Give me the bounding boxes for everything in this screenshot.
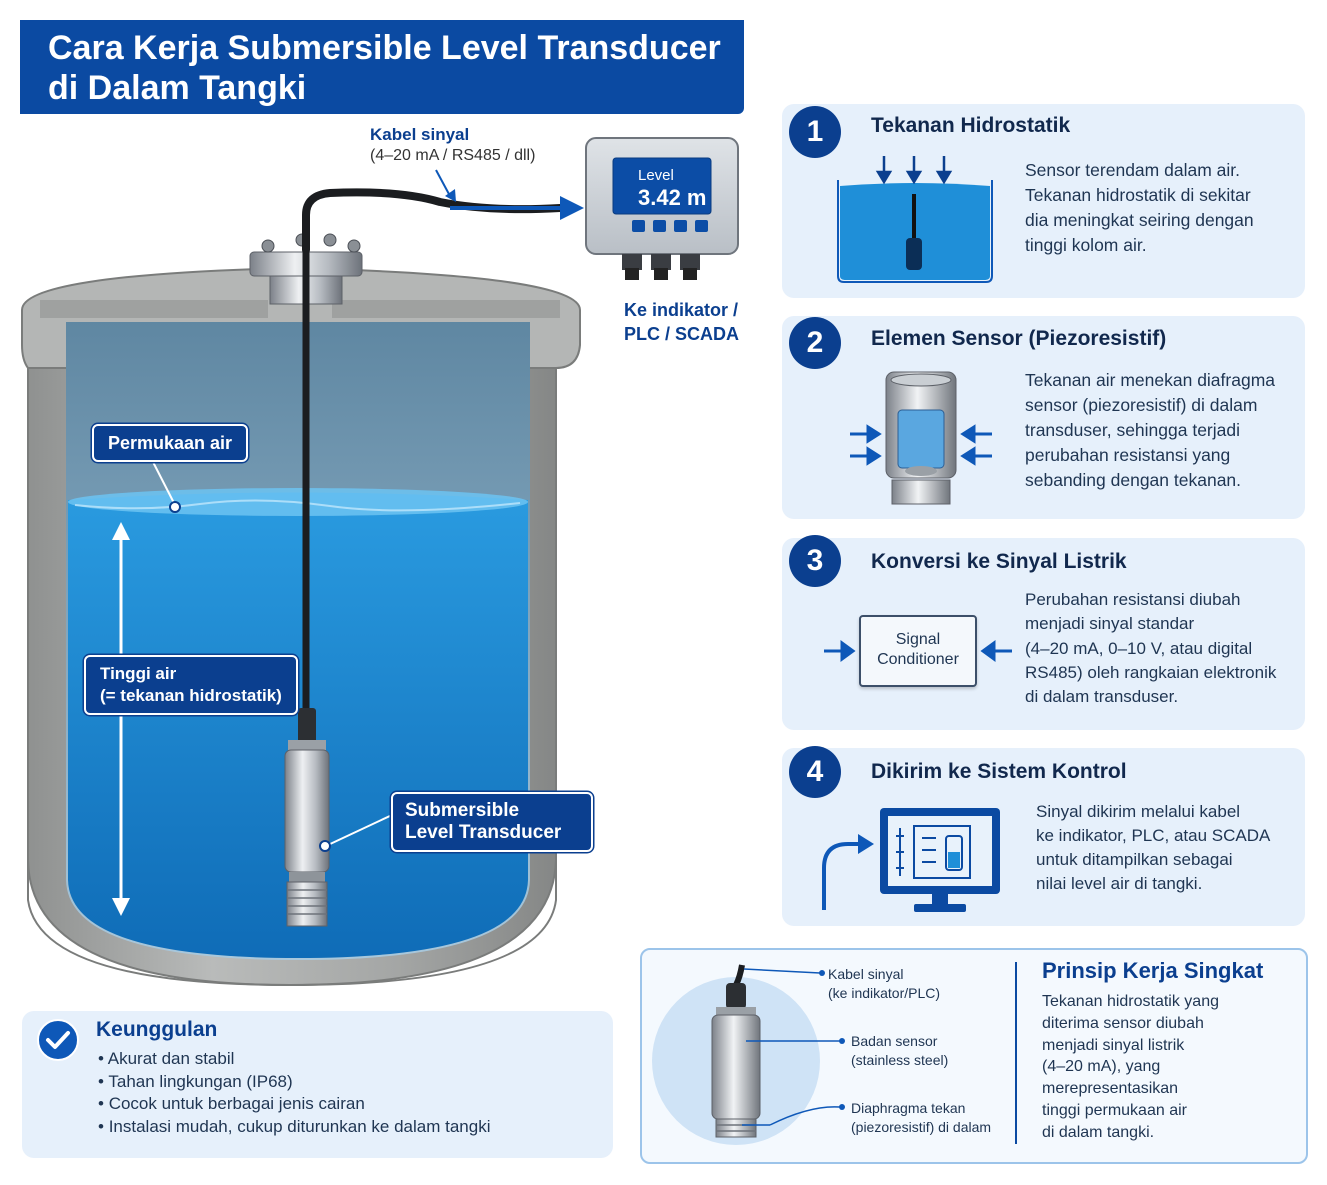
height-arrow-up [112,522,130,540]
piezo-sensor-icon [850,371,992,505]
step-title-4: Dikirim ke Sistem Kontrol [871,760,1127,783]
tank-illustration [21,137,739,987]
indicator-screen [612,157,712,215]
water-height-tag: Tinggi air (= tekanan hidrostatik) [84,655,298,715]
step-card-4 [782,748,1305,926]
indicator-level-value: 3.42 m [638,185,707,210]
cable-annotation: Kabel sinyal (4–20 mA / RS485 / dll) [370,125,536,164]
step-text-4: Sinyal dikirim melalui kabel ke indikato… [1036,802,1271,893]
list-item: • Cocok untuk berbagai jenis cairan [98,1094,365,1113]
cable-arrow [560,196,584,220]
hydrostatic-icon [837,156,993,283]
step-text-3: Perubahan resistansi diubah menjadi siny… [1025,590,1277,707]
sensor-tag: Submersible Level Transducer [391,792,594,852]
advantages-card [22,1011,613,1158]
principle-title: Prinsip Kerja Singkat [1042,958,1264,983]
step-text-1: Sensor terendam dalam air. Tekanan hidro… [1025,160,1254,255]
list-item: • Tahan lingkungan (IP68) [98,1071,293,1091]
sensor-detail-illustration [652,964,845,1145]
water-surface-tag: Permukaan air [92,424,249,462]
annotation-diaphragm: Diaphragma tekan (piezoresistif) di dala… [851,1100,992,1135]
annotation-sensor-body: Badan sensor (stainless steel) [851,1033,949,1068]
step-number-2: 2 [789,317,841,369]
step-number-4: 4 [789,746,841,798]
transducer-body [284,749,330,873]
page-title: Cara Kerja Submersible Level Transducer … [48,29,721,107]
signal-conditioner-box: Signal Conditioner [859,615,977,687]
height-arrow-down [112,898,130,916]
list-item: • Instalasi mudah, cukup diturunkan ke d… [98,1116,491,1136]
step-title-3: Konversi ke Sinyal Listrik [871,550,1127,573]
signal-cable [302,188,564,254]
step-card-2 [782,316,1305,519]
principle-text: Tekanan hidrostatik yang diterima sensor… [1042,993,1219,1141]
title-banner: Cara Kerja Submersible Level Transducer … [20,20,744,114]
indicator-annotation: Ke indikator / PLC / SCADA [624,300,740,344]
step-title-1: Tekanan Hidrostatik [871,114,1071,137]
advantages-title: Keunggulan [96,1018,218,1041]
indicator-level-label: Level [638,167,674,184]
step-text-2: Tekanan air menekan diafragma sensor (pi… [1025,370,1276,490]
annotation-cable: Kabel sinyal (ke indikator/PLC) [828,966,941,1001]
step-title-2: Elemen Sensor (Piezoresistif) [871,327,1167,350]
signal-conditioner-arrows [824,640,1012,662]
step-number-3: 3 [789,535,841,587]
list-item: • Akurat dan stabil [98,1049,235,1068]
check-icon [37,1019,79,1061]
advantages-list: • Akurat dan stabil • Tahan lingkungan (… [98,1048,490,1138]
step-number-1: 1 [789,106,841,158]
principle-divider [1015,962,1017,1144]
monitor-icon [822,808,1000,912]
